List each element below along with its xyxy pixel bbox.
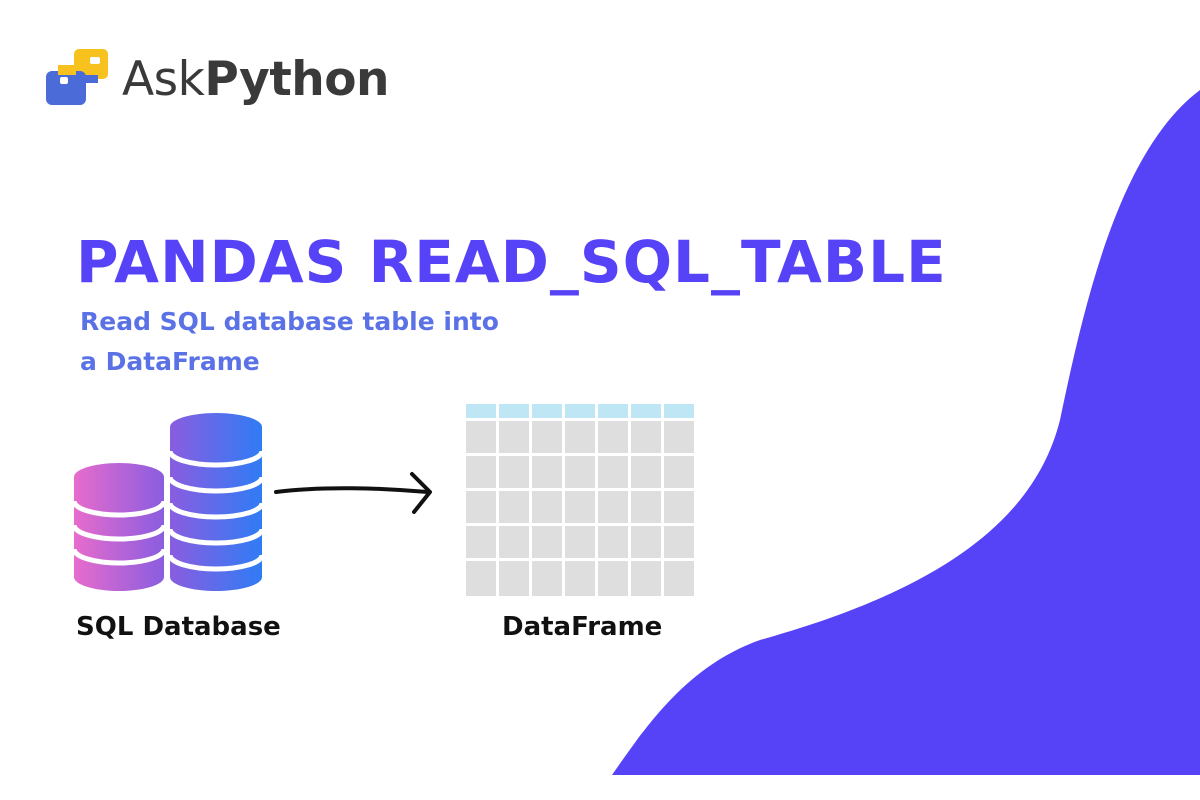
grid-cell [631,421,661,453]
grid-cell [598,526,628,558]
dataframe-grid-icon [466,404,694,596]
grid-cell [499,421,529,453]
grid-cell [631,561,661,596]
grid-header-cell [598,404,628,418]
grid-cell [565,456,595,488]
askpython-logo[interactable]: AskPython [44,44,389,114]
grid-cell [466,526,496,558]
subtitle: Read SQL database table into a DataFrame [80,302,560,382]
logo-ask-text: Ask [122,51,205,107]
grid-header-cell [664,404,694,418]
grid-cell [466,456,496,488]
grid-cell [499,491,529,523]
grid-cell [565,491,595,523]
grid-cell [664,456,694,488]
grid-cell [532,526,562,558]
database-stack-icon [71,413,265,591]
grid-cell [532,456,562,488]
grid-cell [499,526,529,558]
grid-header-cell [631,404,661,418]
arrow-right-icon [274,472,432,514]
grid-cell [598,421,628,453]
database-label: SQL Database [76,612,281,642]
grid-cell [565,421,595,453]
logo-wordmark: AskPython [122,52,389,107]
grid-cell [664,421,694,453]
page-title: PANDAS READ_SQL_TABLE [76,228,947,296]
grid-cell [466,491,496,523]
grid-header-cell [499,404,529,418]
database-large [167,413,265,591]
dataframe-label: DataFrame [502,612,663,642]
grid-cell [532,561,562,596]
grid-cell [664,491,694,523]
grid-cell [466,561,496,596]
grid-header-cell [466,404,496,418]
grid-cell [499,456,529,488]
grid-cell [499,561,529,596]
grid-cell [598,491,628,523]
grid-cell [565,561,595,596]
grid-cell [598,456,628,488]
database-small [71,463,167,591]
grid-header-cell [565,404,595,418]
grid-cell [631,491,661,523]
grid-cell [664,561,694,596]
grid-header-cell [532,404,562,418]
subtitle-line-1: Read SQL database table into [80,307,499,336]
python-logo-icon [46,49,108,105]
grid-cell [631,526,661,558]
grid-cell [466,421,496,453]
grid-cell [664,526,694,558]
grid-cell [532,491,562,523]
logo-python-text: Python [204,51,389,107]
grid-cell [631,456,661,488]
grid-cell [532,421,562,453]
subtitle-line-2: a DataFrame [80,347,260,376]
grid-cell [565,526,595,558]
grid-cell [598,561,628,596]
